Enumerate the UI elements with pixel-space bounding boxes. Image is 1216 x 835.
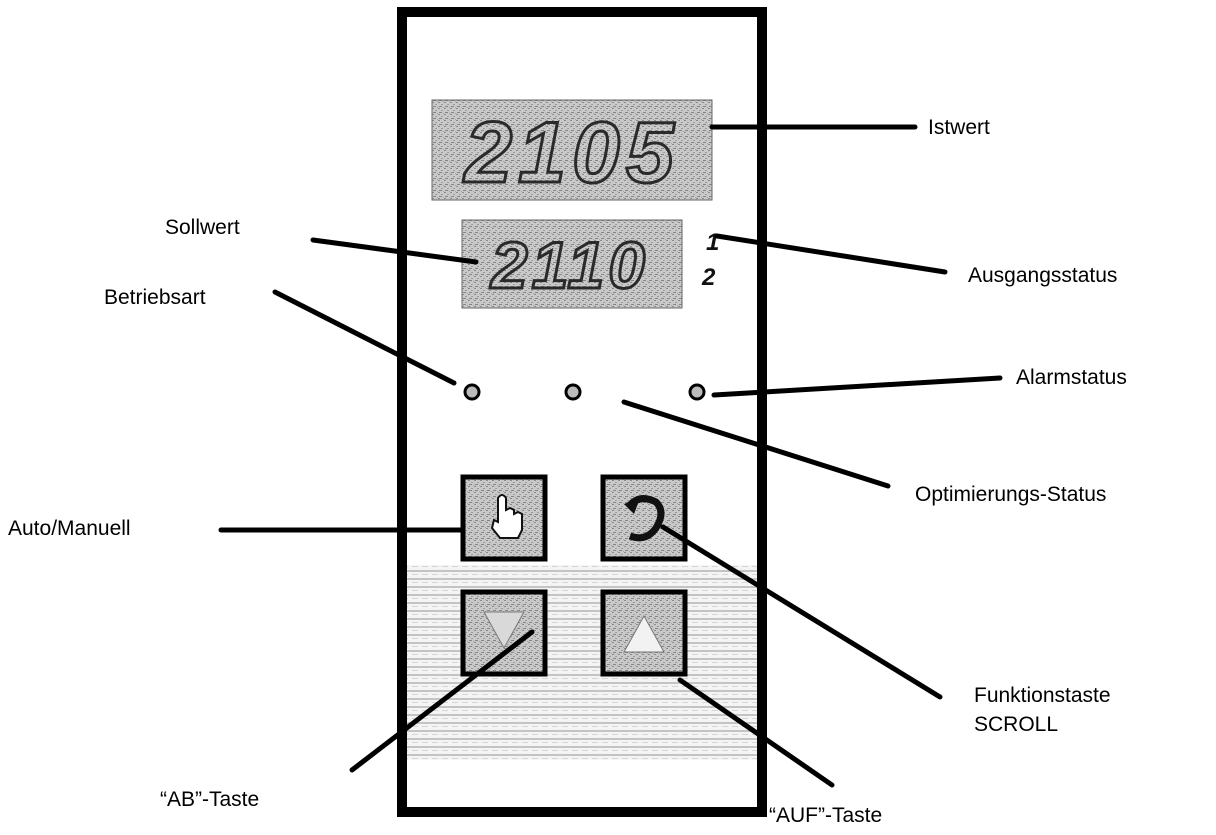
- label-istwert: Istwert: [928, 116, 990, 139]
- led-optimierung: [564, 383, 582, 401]
- leader-ausgangsstatus: [714, 233, 948, 275]
- scroll-button[interactable]: [600, 474, 688, 562]
- led-betriebsart: [463, 383, 481, 401]
- leader-funktionstaste: [660, 524, 943, 700]
- up-arrow-icon: [623, 614, 665, 653]
- leader-alarmstatus: [711, 375, 1003, 398]
- label-optimierungs-status: Optimierungs-Status: [915, 483, 1107, 506]
- label-funktionstaste: Funktionstaste: [974, 684, 1111, 707]
- led-alarm: [688, 383, 706, 401]
- setpoint-display: [461, 219, 683, 309]
- leader-auf-taste: [677, 677, 835, 788]
- leader-betriebsart: [272, 289, 457, 386]
- label-sollwert: Sollwert: [165, 216, 240, 239]
- leader-optimierungs-status: [621, 399, 891, 489]
- lower-striped-area: [407, 565, 757, 760]
- label-ausgangsstatus: Ausgangsstatus: [968, 264, 1118, 287]
- setpoint-digits: 2110: [489, 228, 649, 302]
- label-betriebsart: Betriebsart: [104, 286, 206, 309]
- label-funktionstaste-scroll: SCROLL: [974, 713, 1059, 736]
- label-auf-taste: “AUF”-Taste: [769, 804, 883, 827]
- auto-manual-button[interactable]: [460, 474, 548, 562]
- down-button[interactable]: [460, 589, 548, 677]
- down-arrow-icon: [483, 611, 525, 650]
- up-button[interactable]: [600, 589, 688, 677]
- output-indicator-2: 2: [701, 264, 716, 291]
- label-ab-taste: “AB”-Taste: [160, 788, 260, 811]
- label-auto-manuell: Auto/Manuell: [8, 517, 131, 540]
- label-alarmstatus: Alarmstatus: [1016, 366, 1127, 389]
- leader-ab-taste: [349, 629, 535, 773]
- scroll-arrow-icon: [624, 495, 665, 542]
- process-value-display: [431, 99, 713, 201]
- process-value-digits: 2105: [462, 105, 679, 201]
- leader-sollwert: [310, 237, 479, 265]
- hand-icon: [490, 494, 523, 539]
- output-indicator-1: 1: [706, 229, 719, 256]
